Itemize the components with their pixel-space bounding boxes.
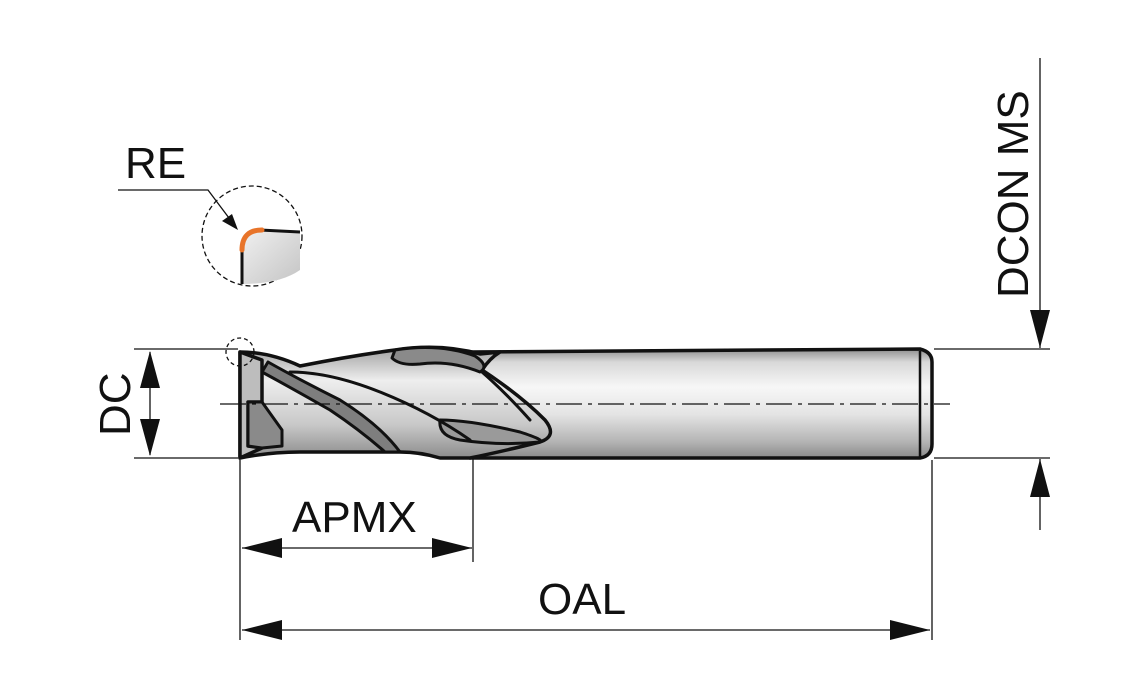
- apmx-dimension: [242, 458, 474, 562]
- flute-edge: [288, 370, 472, 442]
- corner-radius-detail: [118, 185, 303, 287]
- dc-dimension: [134, 348, 238, 459]
- apmx-arrow-right: [432, 538, 472, 558]
- end-mill-body: [238, 345, 934, 460]
- end-face-tooth: [246, 400, 284, 450]
- oal-arrow-right: [890, 620, 930, 640]
- dc-label: DC: [91, 372, 140, 436]
- detail-edge-top: [259, 228, 301, 234]
- corner-detail-marker: [225, 337, 255, 367]
- apmx-arrow-left: [242, 538, 282, 558]
- flute-groove-1: [260, 360, 402, 454]
- detail-circle: [201, 185, 303, 287]
- oal-label: OAL: [538, 575, 626, 624]
- apmx-label: APMX: [292, 493, 417, 542]
- dc-arrow-bottom: [140, 419, 160, 456]
- dcon-ms-dimension: [934, 58, 1050, 530]
- re-arrowhead: [222, 214, 238, 230]
- oal-arrow-left: [242, 620, 282, 640]
- re-leader: [118, 189, 233, 223]
- dcon-arrow-bottom: [1030, 459, 1050, 497]
- dc-arrow-top: [140, 351, 160, 388]
- flute-groove-2: [390, 346, 486, 374]
- dcon-arrow-top: [1030, 310, 1050, 348]
- dcon-ms-label: DCON MS: [989, 90, 1038, 298]
- corner-radius-arc: [239, 227, 265, 253]
- re-label: RE: [125, 139, 186, 188]
- flute-edge-2: [480, 370, 532, 422]
- oal-dimension: [239, 460, 933, 640]
- detail-body: [242, 230, 300, 284]
